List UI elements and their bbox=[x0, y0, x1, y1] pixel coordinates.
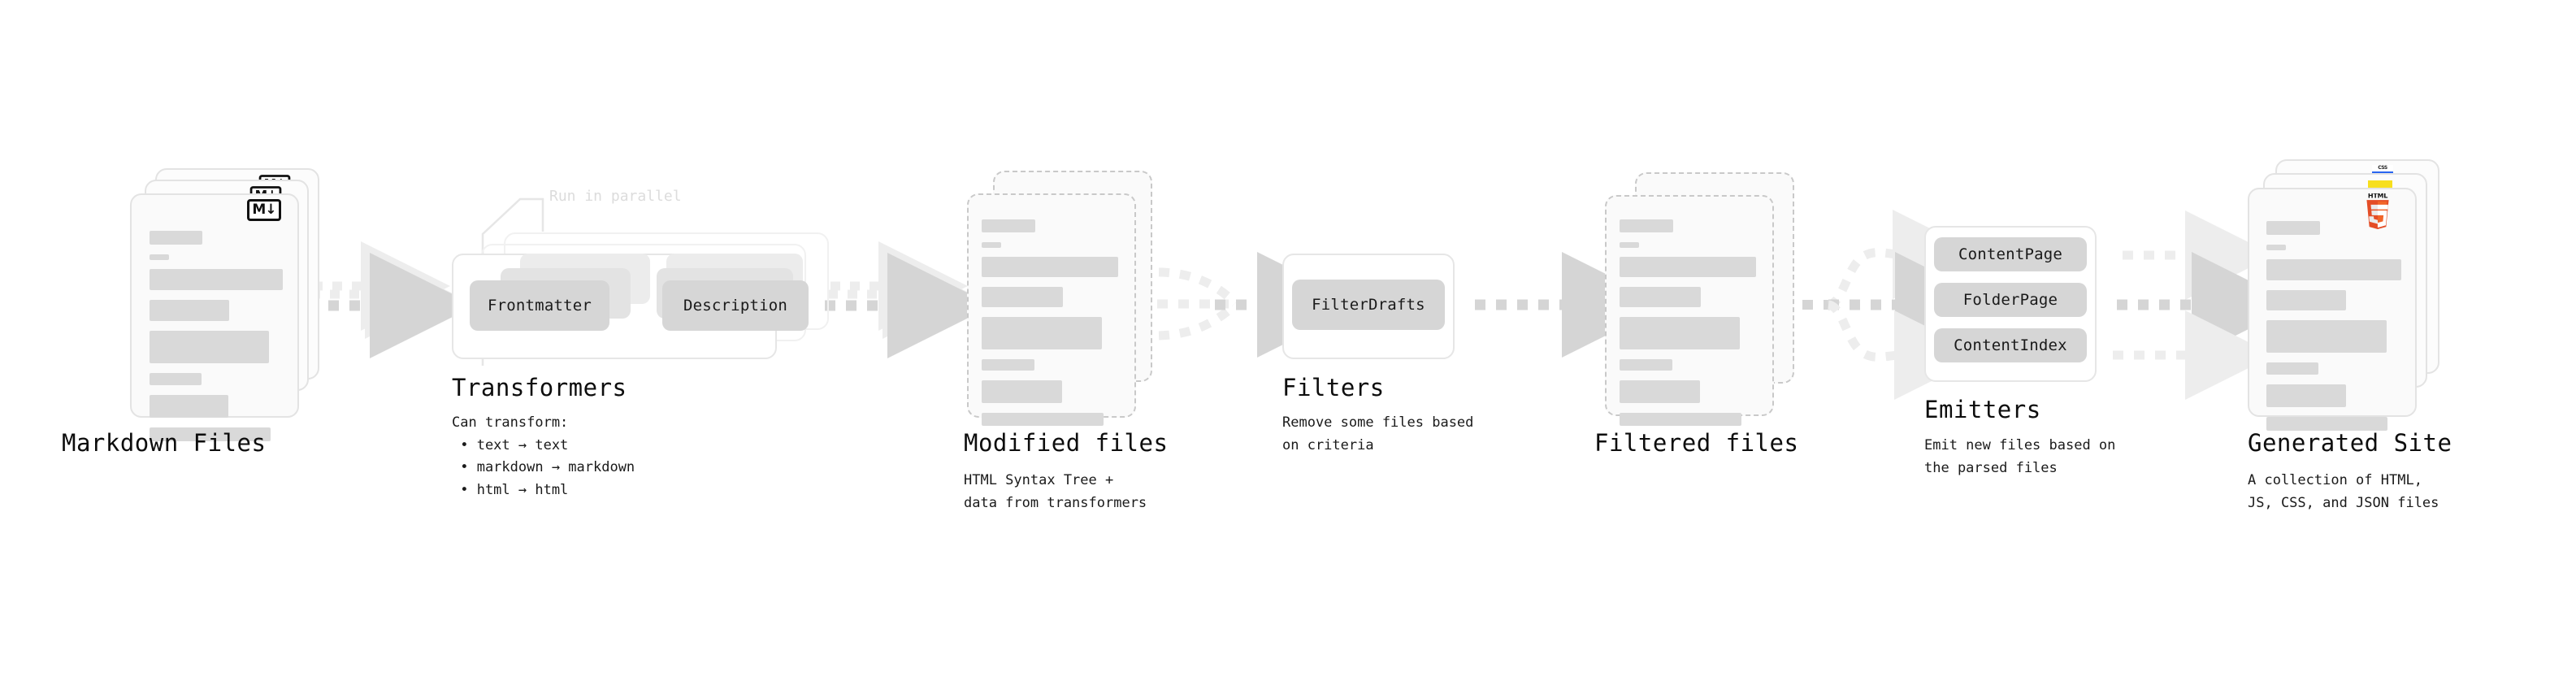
filtered-card-bars bbox=[1620, 219, 1767, 436]
filters-pill-filterdrafts[interactable]: FilterDrafts bbox=[1292, 280, 1445, 330]
generated-site-title: Generated Site bbox=[2248, 429, 2452, 457]
transformers-title: Transformers bbox=[452, 374, 627, 401]
filters-description: Remove some files based on criteria bbox=[1282, 414, 1474, 453]
html5-badge: HTML bbox=[2362, 192, 2393, 229]
transformers-description: Can transform: • text → text • markdown … bbox=[452, 414, 635, 498]
modified-card-bars bbox=[982, 219, 1130, 436]
markdown-files-title: Markdown Files bbox=[62, 429, 267, 457]
html5-logo-icon: HTML bbox=[2366, 192, 2389, 229]
run-in-parallel-note: Run in parallel bbox=[549, 188, 682, 205]
site-card-bars bbox=[2266, 221, 2414, 440]
connector-transformers-to-modified bbox=[825, 241, 993, 358]
emitters-description: Emit new files based on the parsed files bbox=[1924, 437, 2116, 476]
emitters-title: Emitters bbox=[1924, 396, 2041, 423]
connector-filtered-to-emitters bbox=[1781, 209, 2001, 401]
emitters-pill-folderpage[interactable]: FolderPage bbox=[1934, 283, 2087, 317]
connector-modified-to-filters bbox=[1136, 252, 1363, 358]
modified-files-description: HTML Syntax Tree + data from transformer… bbox=[964, 472, 1147, 511]
markdown-card-bars bbox=[150, 231, 283, 451]
filters-title: Filters bbox=[1282, 374, 1385, 401]
emitters-pill-contentpage[interactable]: ContentPage bbox=[1934, 237, 2087, 271]
svg-text:HTML: HTML bbox=[2368, 193, 2387, 199]
generated-site-description: A collection of HTML, JS, CSS, and JSON … bbox=[2248, 472, 2439, 511]
modified-files-title: Modified files bbox=[964, 429, 1169, 457]
connector-emitters-to-site bbox=[2113, 210, 2297, 400]
emitters-pill-contentindex[interactable]: ContentIndex bbox=[1934, 328, 2087, 362]
markdown-badge: M↓ bbox=[247, 199, 281, 221]
transformers-pill-frontmatter[interactable]: Frontmatter bbox=[470, 280, 609, 331]
filtered-files-title: Filtered files bbox=[1594, 429, 1799, 457]
transformers-pill-description[interactable]: Description bbox=[662, 280, 809, 331]
css-badge-label: CSS bbox=[2372, 165, 2393, 171]
